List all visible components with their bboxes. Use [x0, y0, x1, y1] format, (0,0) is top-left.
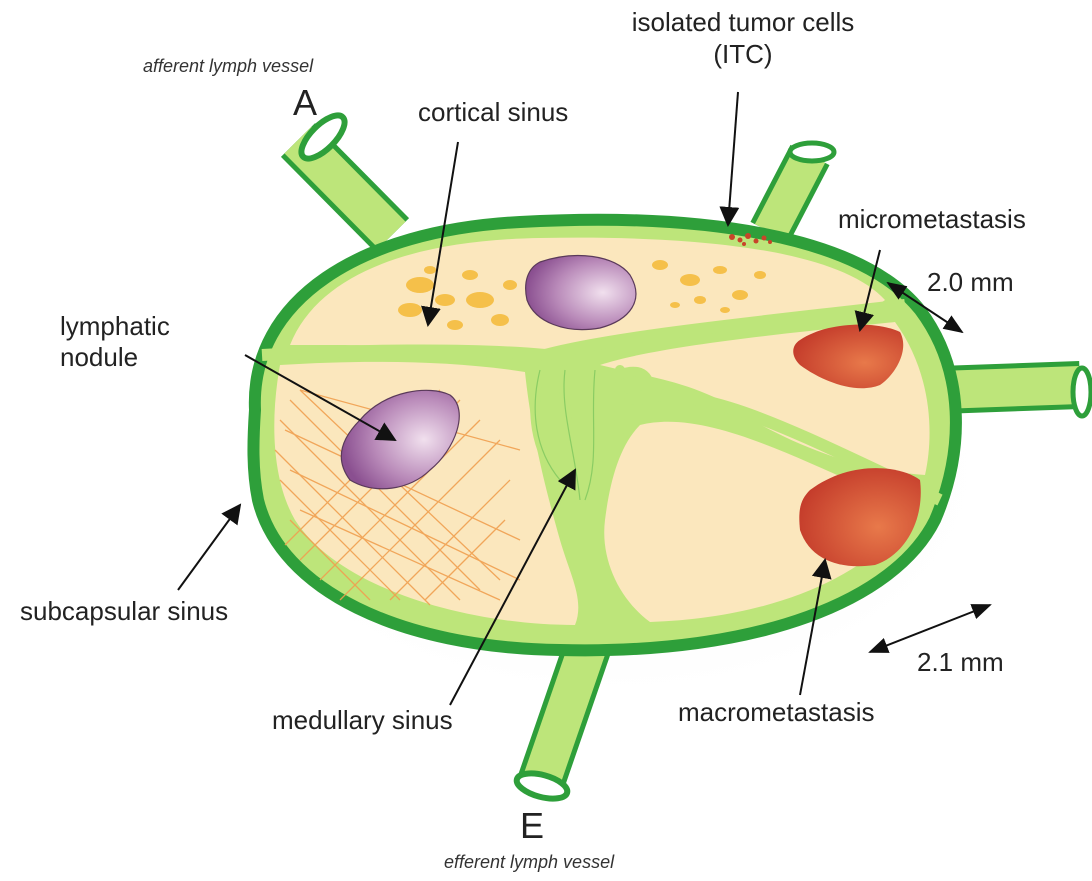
label-itc-line2: (ITC): [608, 40, 878, 70]
label-letter-a: A: [293, 82, 317, 123]
label-medullary-sinus: medullary sinus: [272, 706, 453, 736]
label-micrometastasis: micrometastasis: [838, 205, 1026, 235]
label-efferent-lymph-vessel: efferent lymph vessel: [444, 852, 614, 873]
label-2-1-mm: 2.1 mm: [917, 648, 1004, 678]
label-lymphatic: lymphatic: [60, 312, 170, 342]
afferent-vessel-top-right: [770, 143, 834, 232]
arrow-subcapsular-sinus: [178, 505, 240, 590]
label-itc-line1: isolated tumor cells: [608, 8, 878, 38]
label-2-0-mm: 2.0 mm: [927, 268, 1014, 298]
label-nodule: nodule: [60, 343, 138, 373]
label-letter-e: E: [520, 805, 544, 846]
afferent-vessel-a: [295, 109, 392, 235]
label-cortical-sinus: cortical sinus: [418, 98, 568, 128]
afferent-vessel-right: [940, 368, 1091, 416]
arrow-itc: [728, 92, 738, 225]
label-afferent-lymph-vessel: afferent lymph vessel: [143, 56, 313, 77]
label-subcapsular-sinus: subcapsular sinus: [20, 597, 228, 627]
label-macrometastasis: macrometastasis: [678, 698, 875, 728]
cortical-follicle: [526, 256, 636, 330]
